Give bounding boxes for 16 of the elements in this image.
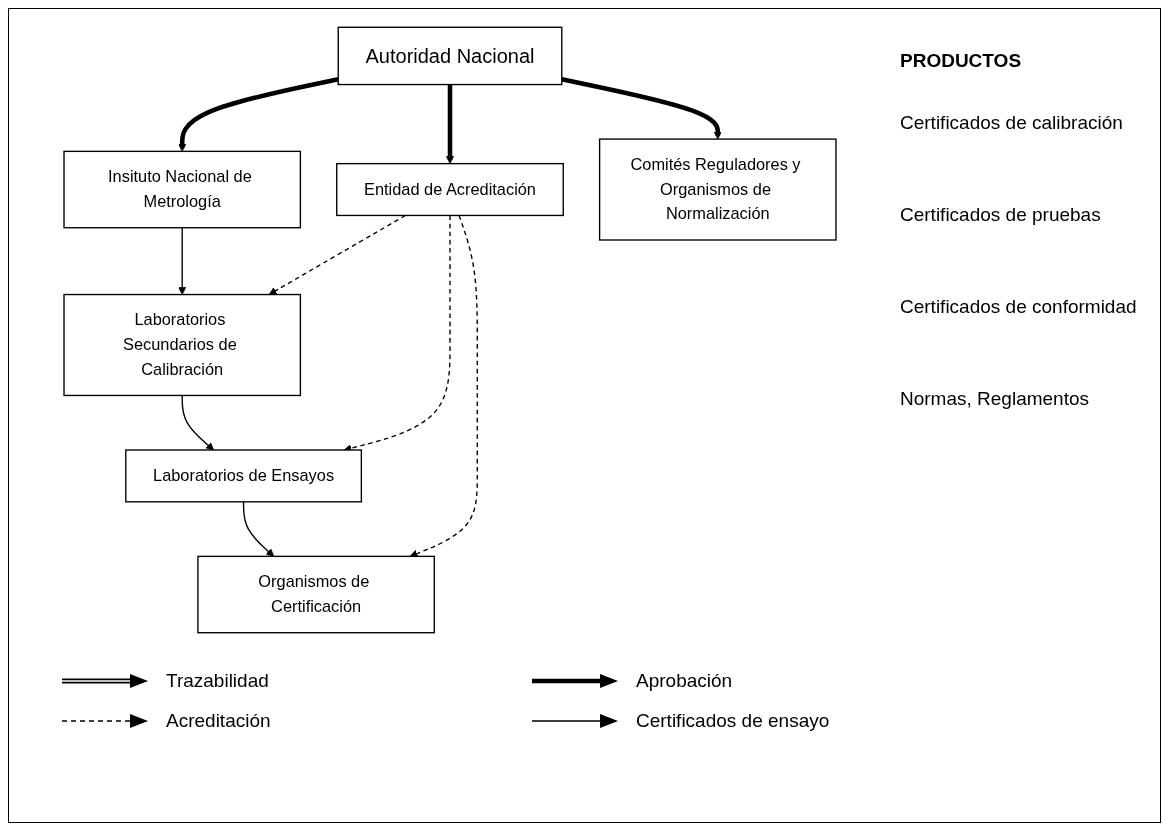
legend-label: Acreditación — [166, 710, 271, 732]
process-box: Insituto Nacional de Metrología — [63, 150, 302, 229]
process-box: Laboratorios Secundarios de Calibración — [63, 293, 302, 397]
product-label: Normas, Reglamentos — [900, 388, 1091, 410]
legend-label: Trazabilidad — [166, 670, 269, 692]
column-heading: PRODUCTOS — [900, 50, 1023, 72]
process-box: Comités Reguladores y Organismos de Normalización — [598, 138, 837, 241]
process-box: Laboratorios de Ensayos — [125, 449, 363, 503]
process-box: Entidad de Acreditación — [336, 162, 564, 217]
product-label: Certificados de calibración — [900, 112, 1124, 134]
legend-label: Aprobación — [636, 670, 733, 692]
process-box: Autoridad Nacional — [337, 26, 563, 86]
product-label: Certificados de pruebas — [900, 204, 1102, 226]
process-box: Organismos de Certificación — [197, 555, 435, 634]
legend-label: Certificados de ensayo — [636, 710, 830, 732]
product-label: Certificados de conformidad — [900, 296, 1138, 318]
